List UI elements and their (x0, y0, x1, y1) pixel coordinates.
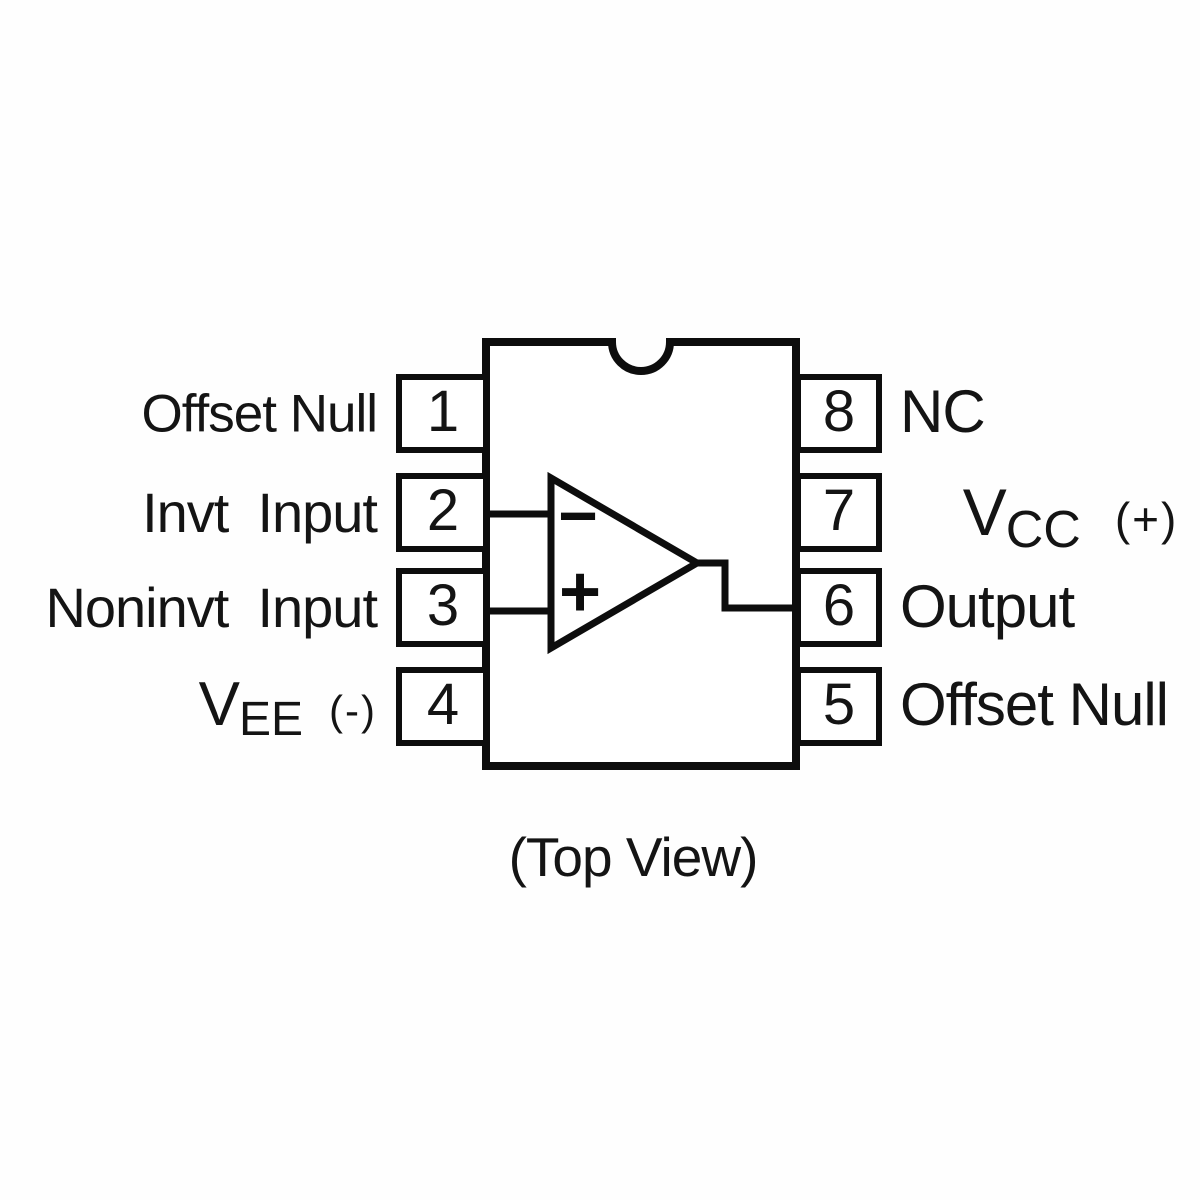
pin-box-5: 5 (795, 667, 882, 746)
pin-box-6: 6 (795, 568, 882, 647)
pin-1-label: Offset Null (141, 384, 378, 444)
pin-box-3: 3 (396, 568, 489, 647)
pin-3-label: Noninvt Input (45, 576, 378, 639)
pin-6-number: 6 (822, 572, 855, 638)
pin-4-label-polarity: (-) (329, 687, 377, 734)
wire-output (694, 559, 796, 612)
minus-icon: − (558, 478, 598, 554)
pin-3-number: 3 (426, 572, 459, 638)
pin-5-number: 5 (822, 671, 855, 737)
pin-4-number: 4 (426, 671, 459, 737)
pin-1-number: 1 (426, 378, 459, 444)
pin-2-number: 2 (426, 477, 459, 543)
caption-top-view: (Top View) (508, 826, 759, 888)
pin-box-1: 1 (396, 374, 489, 453)
pin-box-4: 4 (396, 667, 489, 746)
pin-5-label: Offset Null (900, 671, 1169, 738)
pin-box-8: 8 (795, 374, 882, 453)
pin-6-label: Output (900, 573, 1075, 640)
pin-4-label-main: V (198, 670, 240, 739)
pin-box-7: 7 (795, 473, 882, 552)
pin-box-2: 2 (396, 473, 489, 552)
pin-2-label: Invt Input (142, 481, 378, 544)
pin-8-label: NC (900, 378, 986, 445)
pin-8-number: 8 (822, 378, 855, 444)
pin-7-number: 7 (822, 477, 855, 543)
pin-7-label-polarity: (+) (1114, 493, 1179, 545)
pin-4-label-subscript: EE (239, 693, 304, 746)
plus-icon: + (559, 552, 601, 632)
opamp-triangle-icon (547, 471, 704, 655)
pin-7-label-main: V (962, 475, 1007, 549)
pin-7-label-subscript: CC (1005, 501, 1081, 559)
